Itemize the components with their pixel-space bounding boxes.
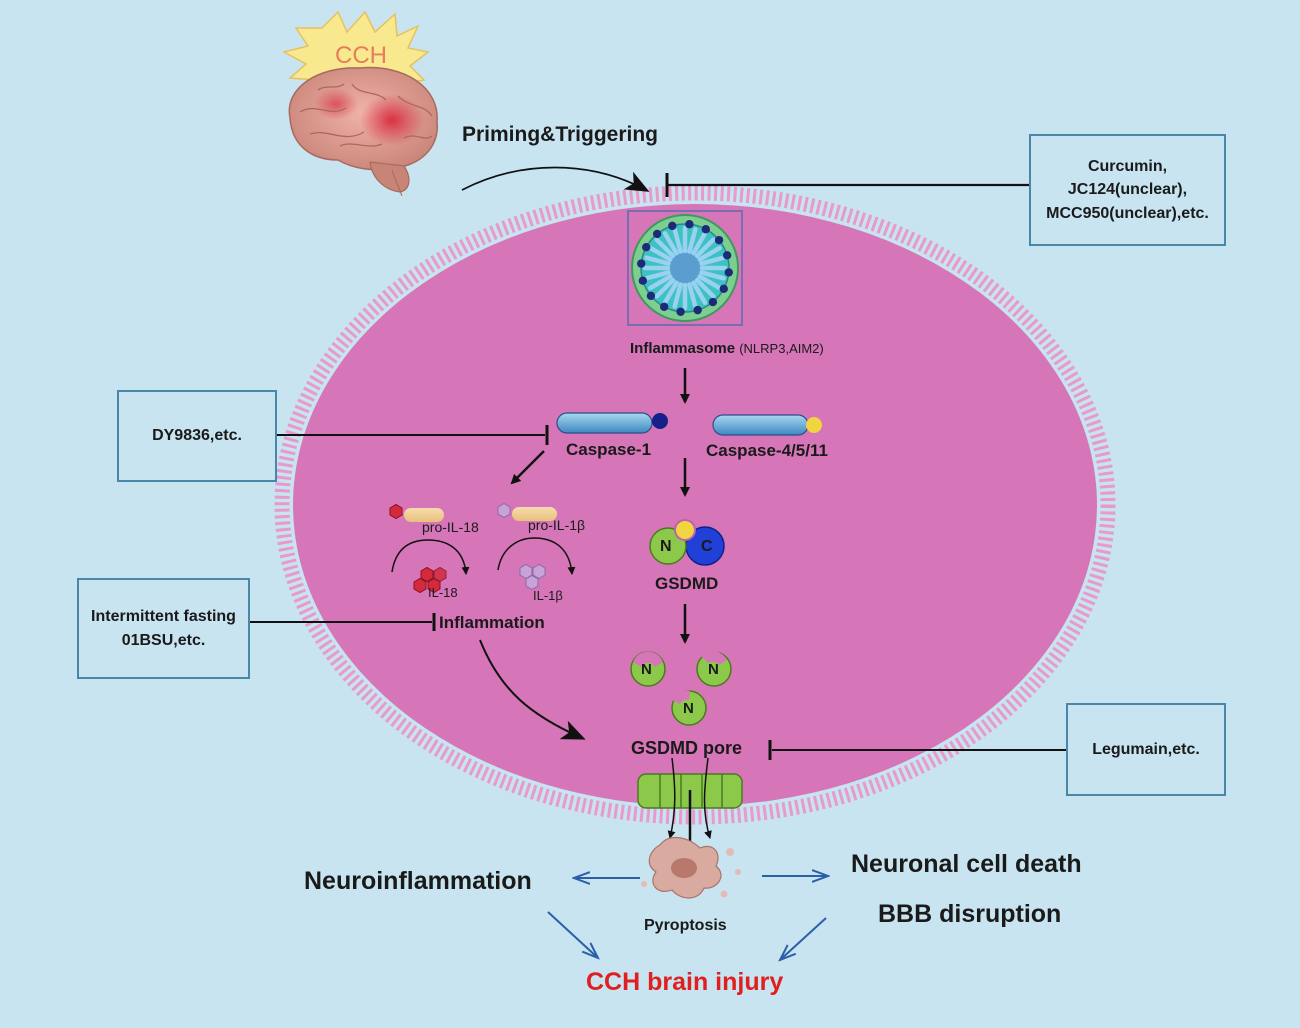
inflammation-to-pore-arrow bbox=[479, 639, 586, 740]
il18-cycle-arrow bbox=[391, 539, 470, 575]
gsdmd-c-letter: C bbox=[701, 538, 713, 555]
legumain-box: Legumain,etc. bbox=[1066, 703, 1226, 796]
pyroptotic-cell-icon bbox=[641, 837, 741, 899]
pyroptosis-label: Pyroptosis bbox=[644, 917, 727, 934]
priming-arrow bbox=[461, 166, 650, 192]
starburst-label: CCH bbox=[335, 42, 387, 69]
il1b-cycle-arrow bbox=[497, 537, 576, 575]
dy9836-box: DY9836,etc. bbox=[117, 390, 277, 482]
n-fragment-letter: N bbox=[708, 661, 719, 678]
cell-body bbox=[293, 204, 1097, 806]
pro-il-18-icon bbox=[389, 503, 444, 522]
brain-icon bbox=[281, 10, 438, 197]
neuronal-death-label: Neuronal cell death bbox=[851, 850, 1082, 878]
il-1b-label: IL-1β bbox=[533, 588, 563, 603]
inflammasome-label: Inflammasome (NLRP3,AIM2) bbox=[630, 340, 824, 357]
inflammation-label: Inflammation bbox=[439, 613, 545, 632]
pro-il-1b-icon bbox=[497, 502, 557, 521]
gsdmd-label: GSDMD bbox=[655, 574, 719, 593]
il-1b-icon bbox=[519, 563, 546, 591]
caspase-1-label: Caspase-1 bbox=[566, 440, 652, 459]
arrow-left-to-injury bbox=[547, 911, 598, 958]
curcumin-box: Curcumin, JC124(unclear), MCC950(unclear… bbox=[1029, 134, 1226, 246]
cch-brain-injury-label: CCH brain injury bbox=[586, 968, 784, 996]
n-fragment-icon bbox=[630, 651, 666, 687]
neuroinflammation-label: Neuroinflammation bbox=[304, 867, 532, 895]
n-fragment-icon bbox=[671, 690, 707, 726]
pro-il-1b-label: pro-IL-1β bbox=[528, 517, 586, 533]
arrow-to-il bbox=[510, 450, 545, 485]
gsdmd-n-letter: N bbox=[660, 538, 672, 555]
caspase-1-icon bbox=[556, 412, 668, 434]
bbb-disruption-label: BBB disruption bbox=[878, 900, 1062, 928]
n-fragment-icon bbox=[696, 651, 732, 687]
priming-label: Priming&Triggering bbox=[462, 123, 659, 146]
cell-membrane bbox=[274, 185, 1116, 825]
gsdmd-icon bbox=[649, 519, 725, 566]
gsdmd-pore-label: GSDMD pore bbox=[631, 738, 743, 758]
n-fragment-letter: N bbox=[641, 661, 652, 678]
n-fragment-letter: N bbox=[683, 700, 694, 717]
inflammasome-icon bbox=[627, 210, 743, 326]
il-18-label: IL-18 bbox=[428, 585, 458, 600]
caspase-4-5-11-label: Caspase-4/5/11 bbox=[706, 441, 828, 460]
fasting-box: Intermittent fasting 01BSU,etc. bbox=[77, 578, 250, 679]
pro-il-18-label: pro-IL-18 bbox=[422, 519, 479, 535]
caspase-4-5-11-icon bbox=[712, 414, 822, 436]
arrow-right-to-injury bbox=[780, 917, 827, 960]
il-18-icon bbox=[413, 566, 447, 594]
